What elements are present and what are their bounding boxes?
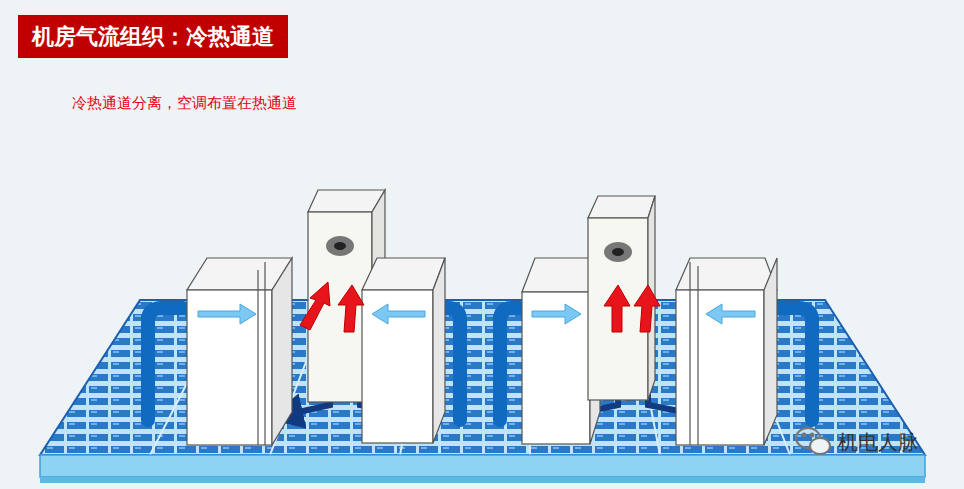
- ac-fan: [326, 236, 632, 262]
- cold-air-arrows: [198, 304, 755, 324]
- raised-floor: [40, 300, 925, 483]
- wechat-icon: [796, 428, 830, 454]
- hot-air-arrows: [300, 282, 660, 332]
- title-banner: 机房气流组织：冷热通道: [18, 15, 288, 58]
- subtitle-note: 冷热通道分离，空调布置在热通道: [72, 94, 297, 113]
- watermark: 机电人脉: [838, 429, 918, 456]
- server-racks: [187, 190, 777, 445]
